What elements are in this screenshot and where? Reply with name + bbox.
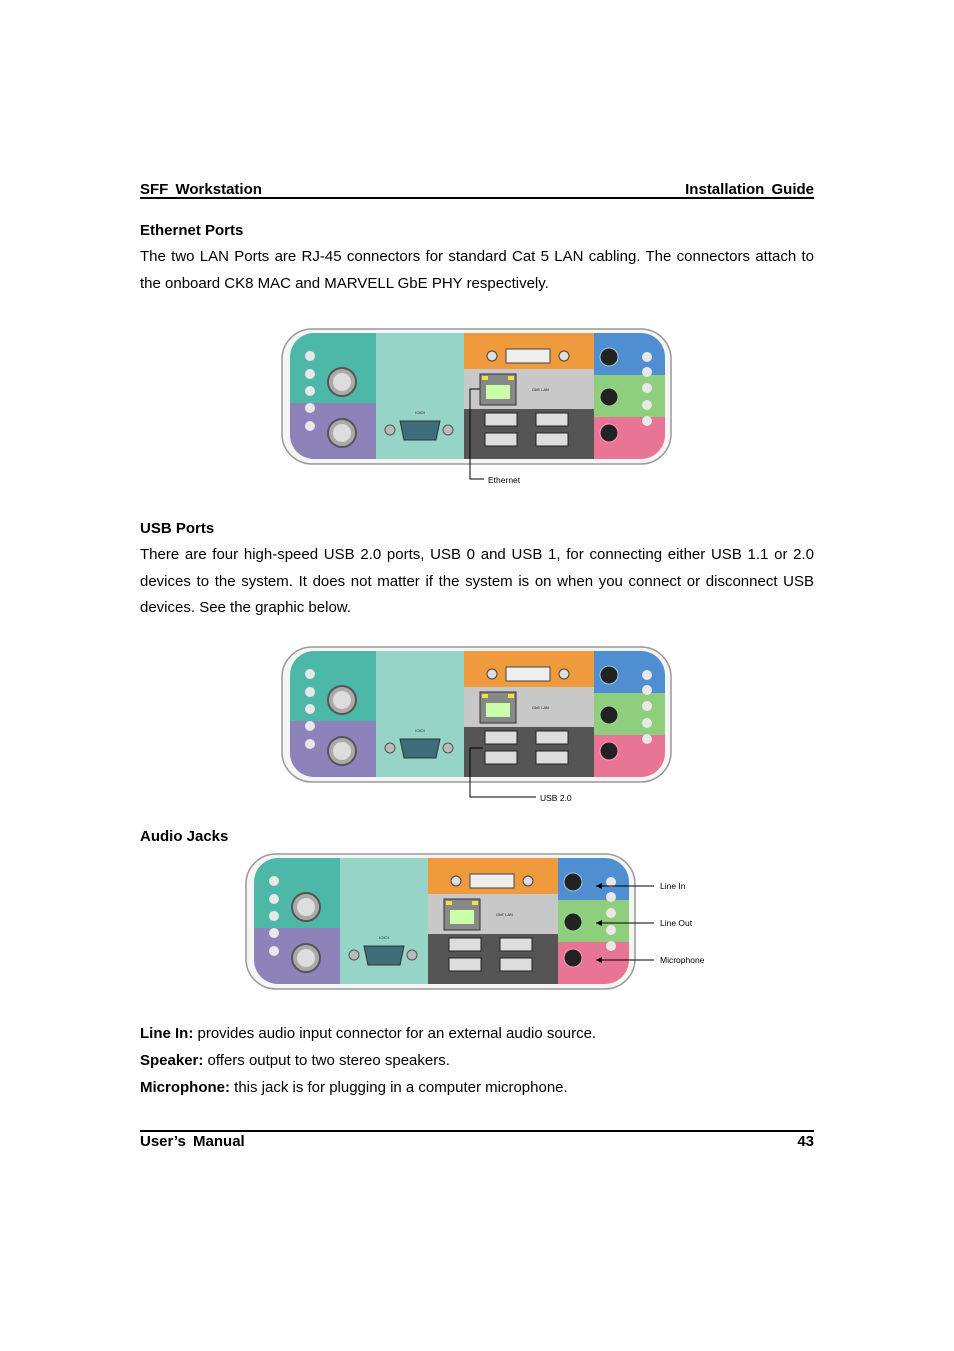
serial-label: IOIOI: [415, 728, 425, 733]
io-panel-graphic: IOIOI GbE LAN: [281, 646, 672, 783]
ethernet-callout-line: [469, 388, 484, 480]
serial-label: IOIOI: [415, 410, 425, 415]
audio-item-microphone: Microphone: this jack is for plugging in…: [140, 1079, 568, 1096]
callout-line-out: Line Out: [660, 918, 693, 928]
footer-rule: [140, 1130, 814, 1132]
usb-callout: USB 2.0: [540, 793, 572, 803]
term: Microphone:: [140, 1079, 230, 1096]
callout-line-in: Line In: [660, 881, 686, 891]
lan-label: GbE LAN: [532, 705, 549, 710]
desc: offers output to two stereo speakers.: [203, 1052, 450, 1069]
usb-body: There are four high-speed USB 2.0 ports,…: [140, 546, 814, 616]
io-panel-graphic: IOIOI GbE LAN: [281, 328, 672, 465]
ethernet-heading: Ethernet Ports: [140, 222, 244, 239]
term: Line In:: [140, 1025, 194, 1042]
lan-label: GbE LAN: [532, 387, 549, 392]
desc: this jack is for plugging in a computer …: [230, 1079, 568, 1096]
audio-item-speaker: Speaker: offers output to two stereo spe…: [140, 1052, 450, 1069]
usb-callout-line: [469, 747, 536, 798]
page-number: 43: [797, 1133, 814, 1150]
io-panel-usb: IOIOI GbE LAN USB 2.0: [281, 646, 672, 803]
header-right: Installation Guide: [685, 181, 814, 198]
callout-microphone: Microphone: [660, 955, 705, 965]
io-panel-graphic: IOIOI GbE LAN: [245, 853, 636, 990]
lan-label: GbE LAN: [496, 912, 513, 917]
header-rule: [140, 197, 814, 199]
ethernet-callout: Ethernet: [488, 475, 521, 485]
term: Speaker:: [140, 1052, 204, 1069]
ethernet-body: The two LAN Ports are RJ-45 connectors f…: [140, 248, 814, 292]
serial-label: IOIOI: [379, 935, 389, 940]
io-panel-audio: IOIOI GbE LAN Line In Line Out Microphon…: [245, 853, 705, 990]
usb-heading: USB Ports: [140, 520, 215, 537]
audio-heading: Audio Jacks: [140, 828, 229, 845]
io-panel-ethernet: IOIOI GbE LAN Ethernet: [281, 328, 672, 485]
footer-left: User’s Manual: [140, 1133, 245, 1150]
header-left: SFF Workstation: [140, 181, 262, 198]
desc: provides audio input connector for an ex…: [193, 1025, 597, 1042]
audio-item-line-in: Line In: provides audio input connector …: [140, 1025, 596, 1042]
